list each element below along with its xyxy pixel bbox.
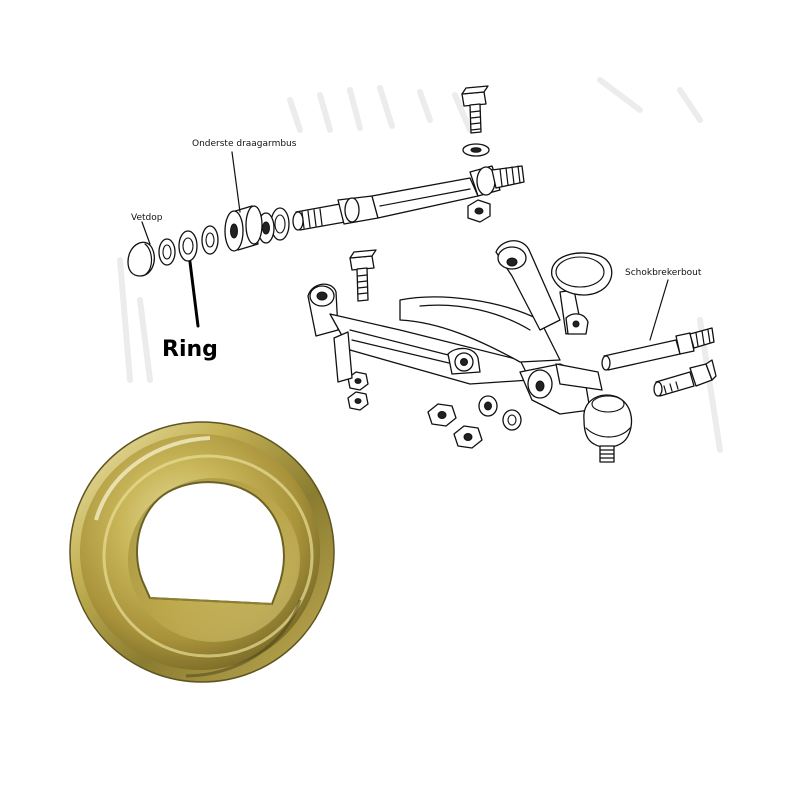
grease-cap [127, 241, 155, 277]
watermark [117, 77, 723, 453]
stacked-nuts [347, 371, 369, 411]
cap-leader [141, 221, 151, 245]
short-bolt [653, 359, 717, 397]
lock-nut-top [467, 199, 491, 223]
shock-mount [551, 252, 613, 335]
lower-arm-frame [307, 240, 603, 415]
label-ring: Ring [162, 337, 218, 362]
top-bolt [461, 85, 489, 134]
lower-nuts [427, 395, 522, 449]
bushing-stack [158, 205, 290, 266]
callout-lines [141, 151, 669, 341]
ball-joint [583, 394, 633, 463]
top-washer [462, 143, 490, 157]
bushing-leader [231, 151, 241, 213]
upper-link-rod [292, 165, 525, 231]
label-cap: Vetdop [131, 213, 163, 223]
long-shock-bolt [601, 327, 715, 371]
label-shock-bolt: Schokbrekerbout [625, 268, 702, 278]
mid-bolt [349, 249, 377, 302]
ring-leader [188, 260, 200, 328]
label-bushing: Onderste draagarmbus [192, 139, 297, 149]
washer-photo [69, 421, 335, 683]
shock-bolt-leader [649, 279, 669, 341]
